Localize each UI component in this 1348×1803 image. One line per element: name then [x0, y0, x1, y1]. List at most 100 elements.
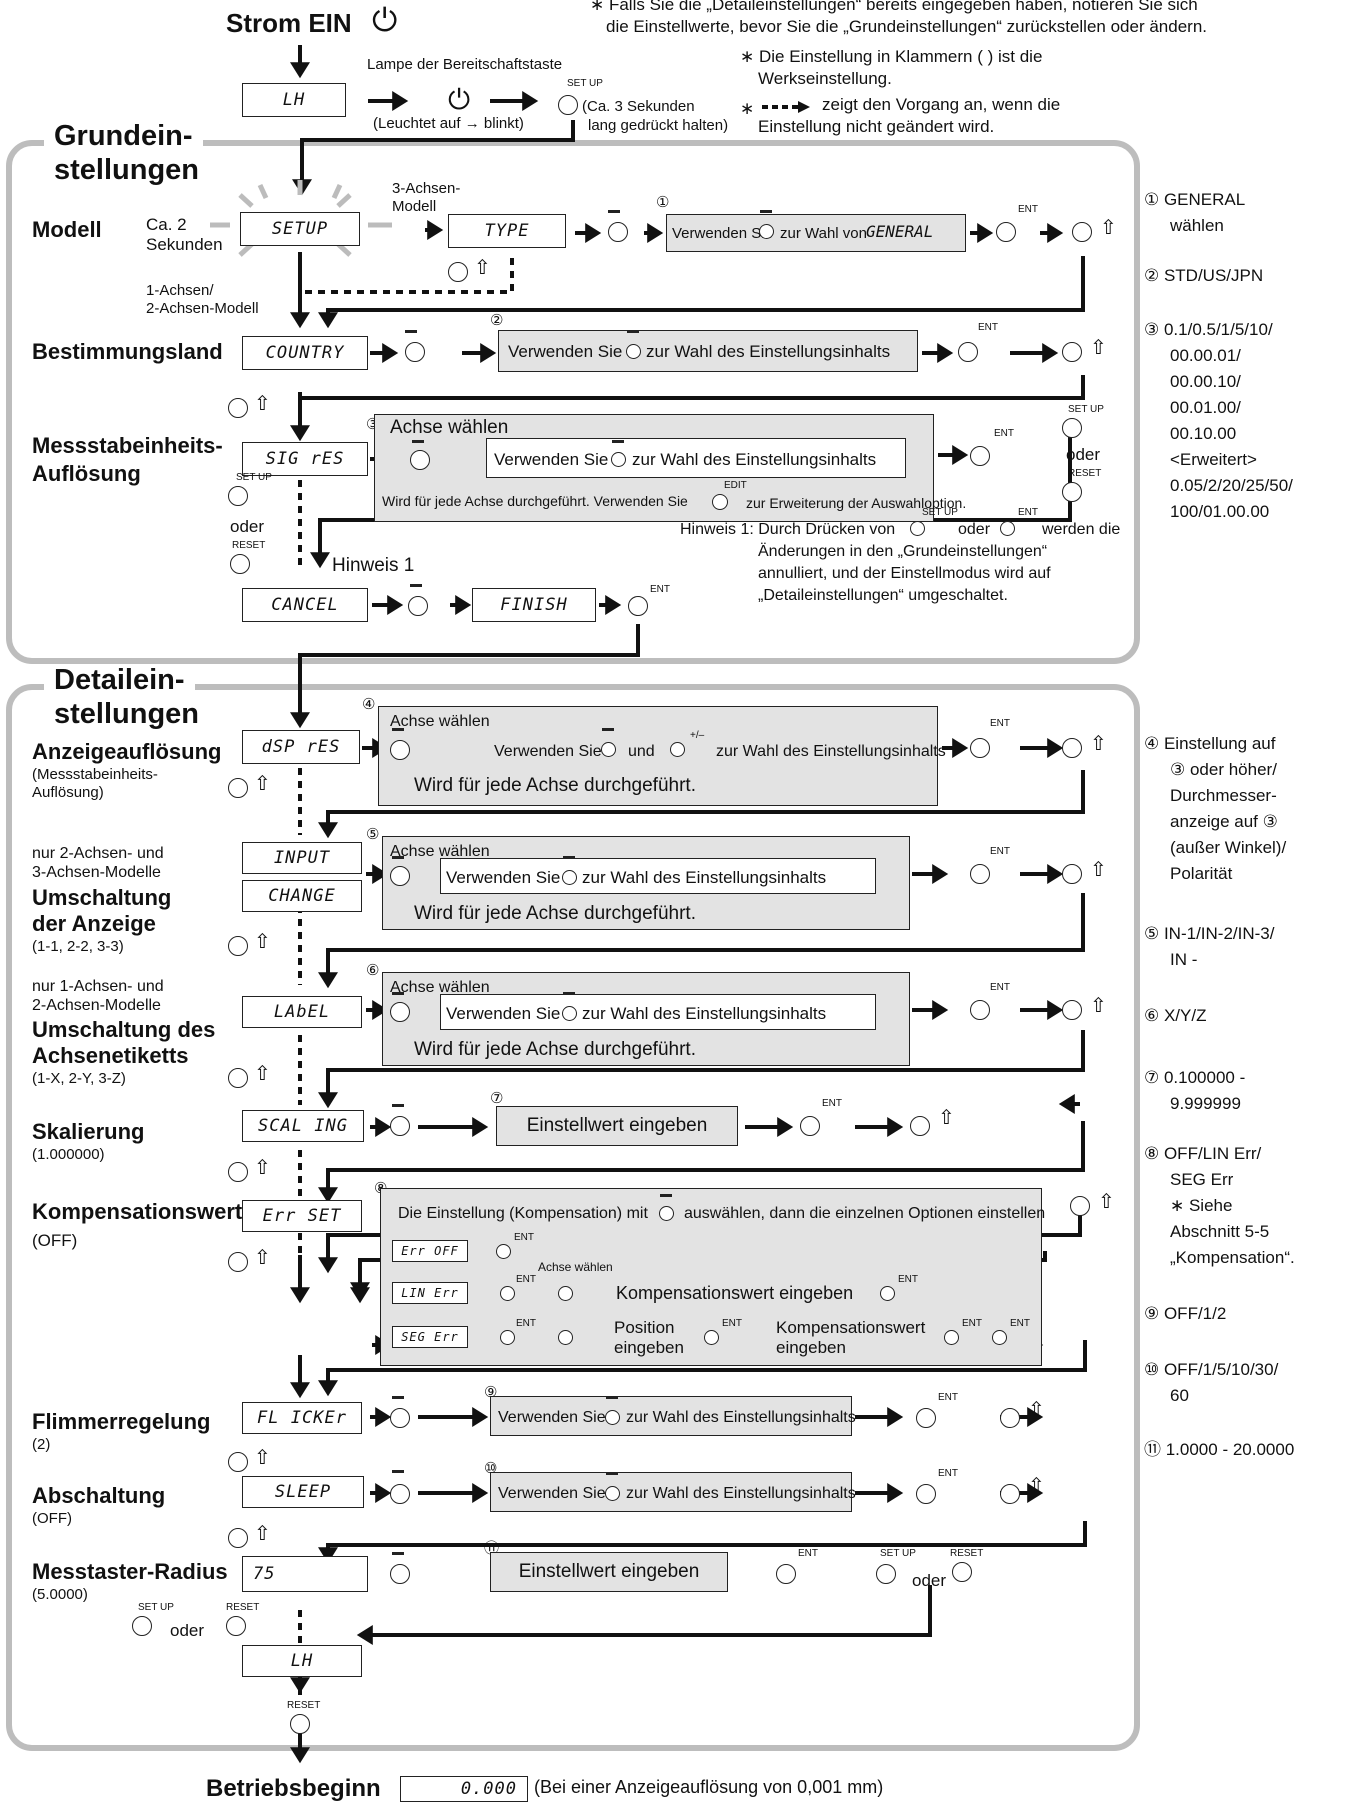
arrow-key-button-d1[interactable] — [390, 740, 410, 760]
arrow-key-button-d4[interactable] — [390, 1116, 410, 1136]
note-star2: ∗ Die Einstellung in Klammern ( ) ist di… — [740, 47, 1043, 66]
arrow-mini-3 — [558, 1330, 573, 1345]
up-button-d4b[interactable] — [910, 1116, 930, 1136]
modell-label: Modell — [32, 217, 102, 242]
up-arrow-icon-d2b: ⇧ — [1090, 859, 1107, 881]
ent-button-d7[interactable] — [916, 1484, 936, 1504]
arrow-key-bar-d8 — [392, 1552, 404, 1555]
ent-button-3[interactable] — [970, 446, 990, 466]
reset-button-d8[interactable] — [226, 1616, 246, 1636]
side-note-8-4: „Kompensation“. — [1170, 1248, 1295, 1267]
up-button-d3b[interactable] — [1062, 1000, 1082, 1020]
use-post-d3: zur Wahl des Einstellungsinhalts — [582, 1004, 827, 1023]
note-star2b: Werkseinstellung. — [758, 69, 892, 88]
use-pre-d3: Verwenden Sie — [446, 1004, 561, 1023]
up-button-d7b[interactable] — [1000, 1484, 1020, 1504]
arrow-key-bar-1 — [608, 210, 620, 213]
ent-button-2[interactable] — [958, 342, 978, 362]
up-button-d5b[interactable] — [1070, 1196, 1090, 1216]
side-note-2: ② STD/US/JPN — [1144, 266, 1264, 285]
arrow-key-button-d3[interactable] — [390, 1002, 410, 1022]
use-post-2: zur Wahl des Einstellungsinhalts — [646, 342, 891, 361]
ent-sup-4: ENT — [650, 584, 670, 595]
ent-button-d4[interactable] — [800, 1116, 820, 1136]
ent-button-d3[interactable] — [970, 1000, 990, 1020]
side-note-8-2: ∗ Siehe — [1170, 1196, 1233, 1215]
ent-mini-sup-3: ENT — [516, 1318, 536, 1329]
ent-button-d6[interactable] — [916, 1408, 936, 1428]
axis-select-5: Achse wählen — [390, 843, 490, 860]
setup-button-3[interactable] — [1062, 418, 1082, 438]
standby-power-icon[interactable]: ⏻ — [448, 84, 471, 115]
arrow-key-button-d7[interactable] — [390, 1484, 410, 1504]
axis-select-3: Achse wählen — [390, 417, 509, 438]
axis-select-4: Achse wählen — [390, 713, 490, 730]
side-note-3-4: 00.10.00 — [1170, 424, 1237, 443]
ent-button-1[interactable] — [996, 222, 1016, 242]
reset-button-final[interactable] — [290, 1714, 310, 1734]
arrow-key-button-1[interactable] — [608, 222, 628, 242]
up-button-d7[interactable] — [228, 1528, 248, 1548]
flicker-label: Flimmerregelung — [32, 1409, 211, 1434]
side-note-7-0: ⑦ 0.100000 - — [1144, 1068, 1246, 1087]
arrow-key-bar-3 — [412, 440, 424, 443]
up-button-d2[interactable] — [228, 936, 248, 956]
position-1: Position — [614, 1318, 675, 1337]
axis12-label-1: 1-Achsen/ — [146, 282, 214, 299]
up-button-d6b[interactable] — [1000, 1408, 1020, 1428]
setup-button-d8b[interactable] — [876, 1564, 896, 1584]
up-button-d5[interactable] — [228, 1252, 248, 1272]
side-note-3-3: 00.01.00/ — [1170, 398, 1241, 417]
setup-button-top[interactable] — [558, 95, 578, 115]
up-button-d4[interactable] — [228, 1162, 248, 1182]
hint-line1-post: werden die — [1042, 521, 1121, 538]
arrow-key-button-4[interactable] — [408, 596, 428, 616]
up-button-d1[interactable] — [228, 778, 248, 798]
ent-button-d8[interactable] — [776, 1564, 796, 1584]
setup-button-2[interactable] — [228, 486, 248, 506]
side-note-3-1: 00.00.01/ — [1170, 346, 1241, 365]
up-button-d1b[interactable] — [1062, 738, 1082, 758]
up-button-1b[interactable] — [448, 262, 468, 282]
each-axis-d3: Wird für jede Achse durchgeführt. — [414, 1039, 696, 1060]
dashed-arrow-icon — [762, 101, 810, 113]
up-button-2b[interactable] — [228, 398, 248, 418]
edit-button[interactable] — [712, 494, 728, 510]
switch-disp-sub: (1-1, 2-2, 3-3) — [32, 938, 124, 955]
arrow-key-button-d6[interactable] — [390, 1408, 410, 1428]
up-button-d2b[interactable] — [1062, 864, 1082, 884]
scaling-label: Skalierung — [32, 1119, 145, 1144]
up-button-d6[interactable] — [228, 1452, 248, 1472]
reset-button-2[interactable] — [230, 554, 250, 574]
side-note-4-5: Polarität — [1170, 864, 1233, 883]
ent-mini-sup-2b: ENT — [898, 1274, 918, 1285]
arrow-key-button-d2[interactable] — [390, 866, 410, 886]
side-note-4-3: anzeige auf ③ — [1170, 812, 1278, 831]
setup-sup-2: SET UP — [236, 472, 272, 483]
ent-mini-3c — [944, 1330, 959, 1345]
side-note-8-3: Abschnitt 5-5 — [1170, 1222, 1270, 1241]
ent-mini-sup-1: ENT — [514, 1232, 534, 1243]
power-icon: ⏻ — [372, 2, 398, 38]
reset-button-3[interactable] — [1062, 482, 1082, 502]
up-button-2[interactable] — [1062, 342, 1082, 362]
up-button-d3[interactable] — [228, 1068, 248, 1088]
up-button-1[interactable] — [1072, 222, 1092, 242]
ent-button-4[interactable] — [628, 596, 648, 616]
arrow-key-button-2[interactable] — [405, 342, 425, 362]
position-2: eingeben — [614, 1338, 684, 1357]
detail-title-2: stellungen — [44, 698, 210, 730]
edit-sup: EDIT — [724, 480, 747, 491]
lcd-change: CHANGE — [242, 880, 362, 912]
arrow-key-button-d8[interactable] — [390, 1564, 410, 1584]
only23-1: nur 2-Achsen- und — [32, 845, 164, 862]
ent-button-d2[interactable] — [970, 864, 990, 884]
setup-button-d8[interactable] — [132, 1616, 152, 1636]
oder-label-3: oder — [1066, 445, 1101, 464]
hint-ent-button — [1000, 521, 1015, 536]
ent-button-d1[interactable] — [970, 738, 990, 758]
reset-button-d8b[interactable] — [952, 1562, 972, 1582]
side-note-3-0: ③ 0.1/0.5/1/5/10/ — [1144, 320, 1273, 339]
arrow-key-button-3[interactable] — [410, 450, 430, 470]
